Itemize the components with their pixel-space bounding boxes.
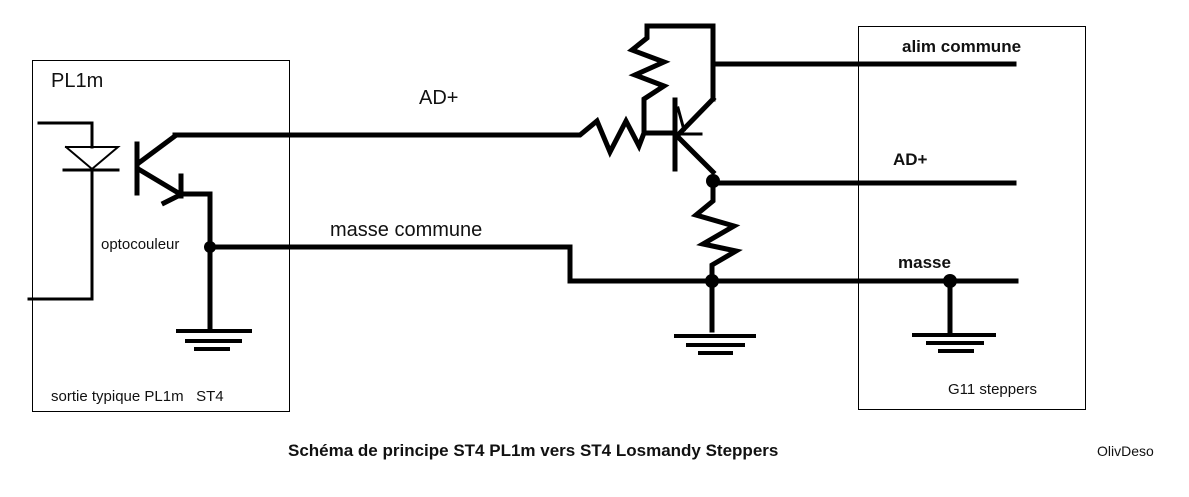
alim-commune-label: alim commune — [902, 37, 1022, 56]
phototransistor-icon — [134, 132, 576, 333]
masse-label: masse — [898, 253, 951, 272]
left-box-title: PL1m — [51, 70, 104, 92]
author-label: OlivDeso — [1097, 443, 1154, 459]
ground-right-icon — [912, 333, 996, 353]
junction-dot — [705, 274, 719, 288]
right-box-footer: G11 steppers — [948, 381, 1037, 398]
left-box-border — [32, 60, 290, 412]
ground-left-icon — [176, 329, 252, 351]
ground-wire-label: masse commune — [330, 219, 483, 241]
signal-wire-label: AD+ — [419, 87, 459, 109]
led-icon — [27, 121, 121, 301]
left-box-footer: sortie typique PL1m ST4 — [51, 388, 224, 405]
resistor-pullup-icon — [627, 23, 716, 136]
resistor-base-icon — [570, 115, 677, 158]
ground-wire — [207, 244, 1019, 284]
optocoupler-label: optocouleur — [101, 236, 180, 253]
pnp-transistor-icon — [672, 95, 717, 176]
resistor-emitter-icon — [690, 180, 743, 333]
right-box-border — [858, 26, 1086, 410]
ground-middle-icon — [674, 334, 756, 355]
diagram-caption: Schéma de principe ST4 PL1m vers ST4 Los… — [288, 441, 779, 460]
ad-plus-label: AD+ — [893, 150, 928, 169]
